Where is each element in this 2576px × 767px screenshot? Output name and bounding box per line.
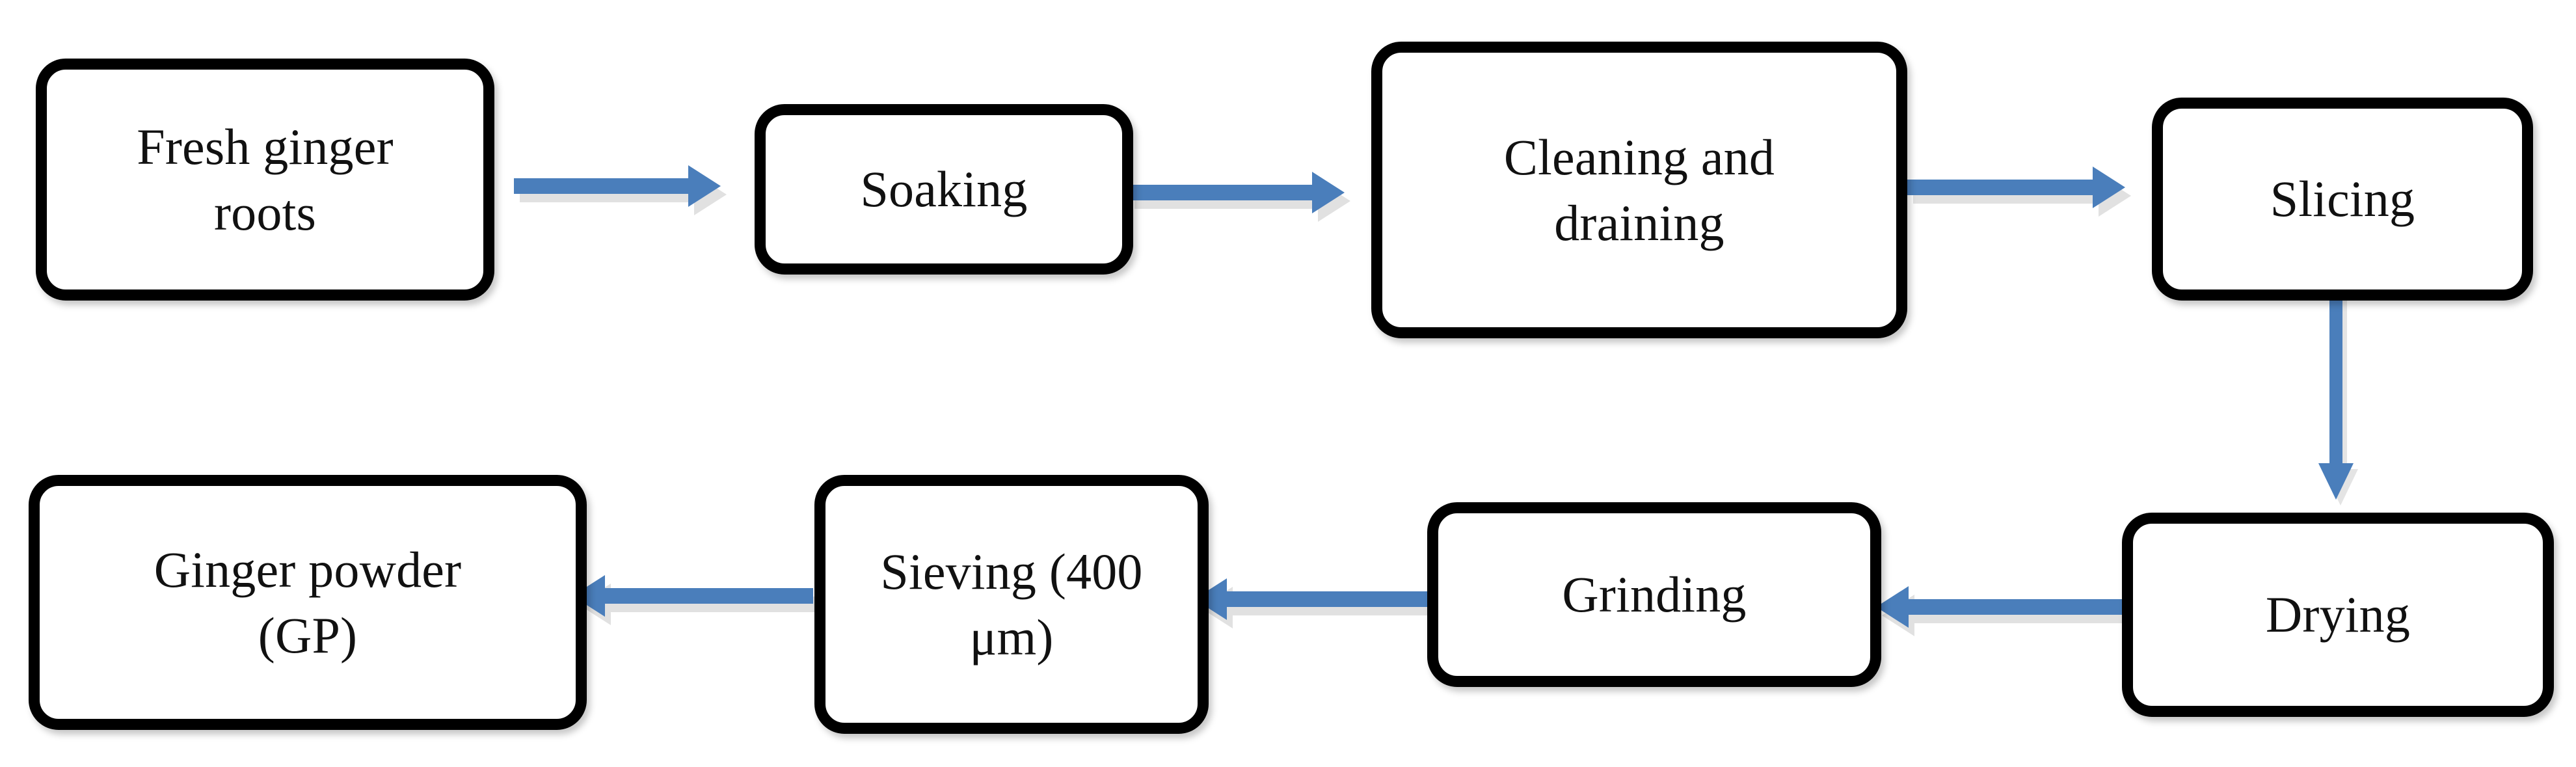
node-label-soaking: Soaking	[860, 161, 1028, 218]
node-label-grinding: Grinding	[1562, 566, 1747, 623]
arrow-grinding-to-sieving	[1189, 574, 1443, 637]
node-soaking[interactable]: Soaking	[755, 104, 1133, 275]
node-ginger-powder[interactable]: Ginger powder(GP)	[29, 475, 587, 730]
node-slicing[interactable]: Slicing	[2152, 98, 2533, 301]
arrow-soaking-to-cleaning	[1129, 168, 1386, 230]
node-drying[interactable]: Drying	[2122, 513, 2554, 717]
arrow-cleaning-to-slicing	[1907, 163, 2167, 225]
arrow-roots-to-soaking	[514, 161, 761, 224]
node-grinding[interactable]: Grinding	[1427, 502, 1881, 687]
node-label-ginger-powder: Ginger powder(GP)	[154, 541, 462, 664]
arrow-drying-to-grinding	[1868, 582, 2135, 645]
node-label-drying: Drying	[2265, 586, 2411, 643]
node-label-slicing: Slicing	[2270, 170, 2415, 228]
arrow-slicing-to-drying	[2308, 273, 2373, 520]
arrow-sieving-to-powder	[567, 571, 821, 634]
